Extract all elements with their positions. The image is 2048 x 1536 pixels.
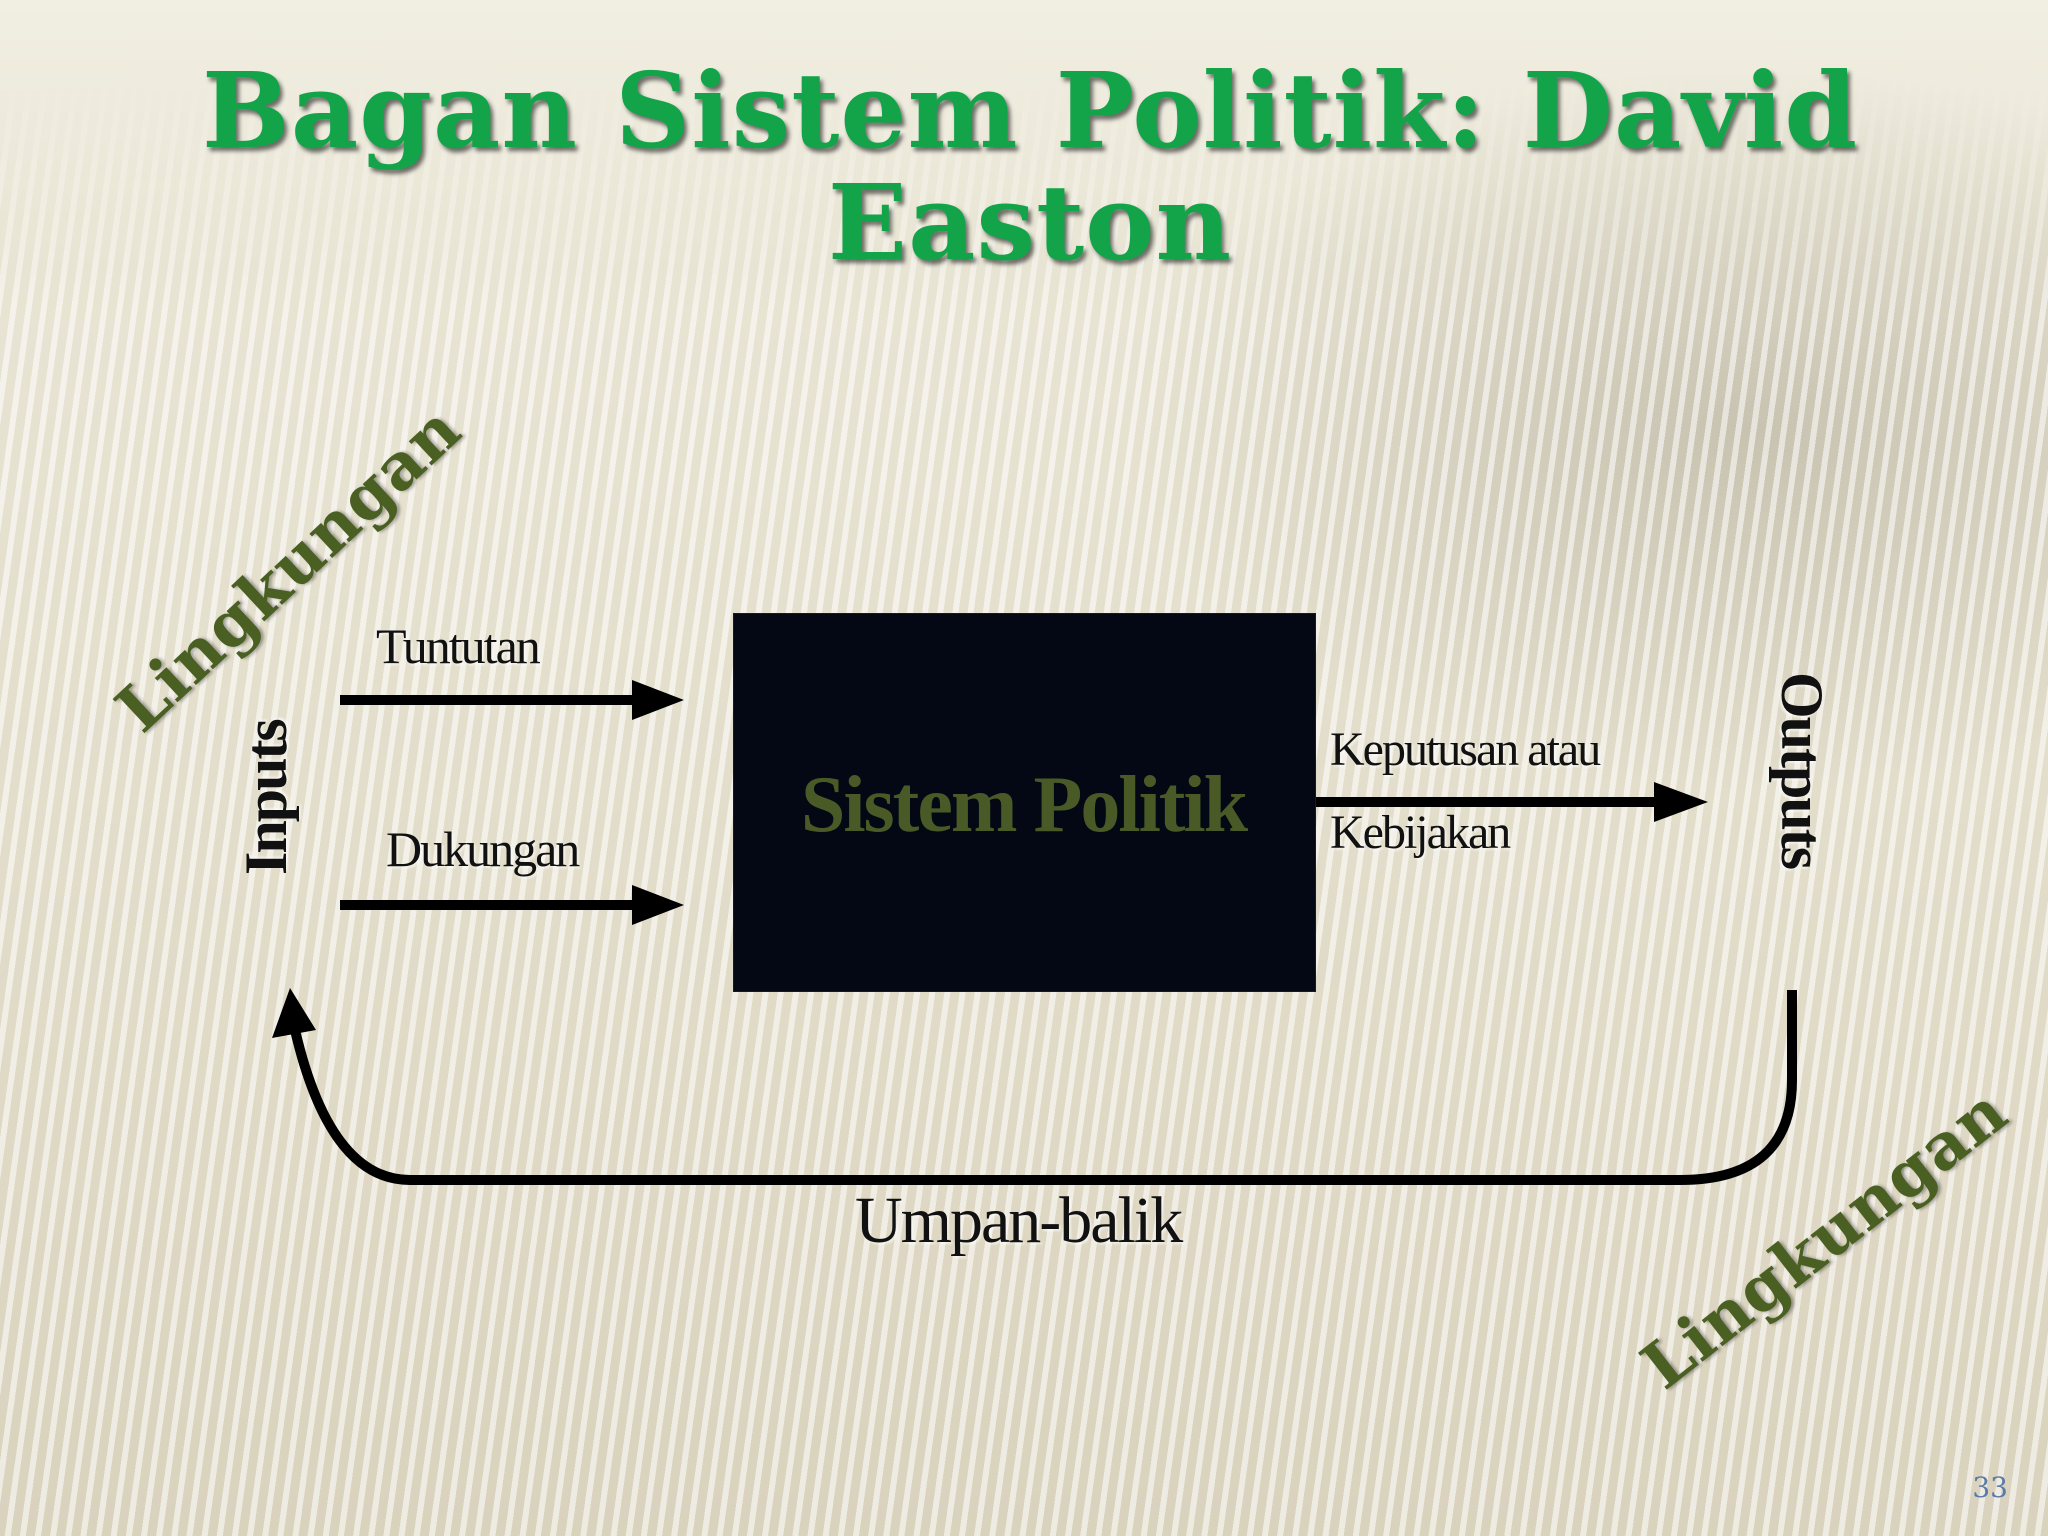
tuntutan-label: Tuntutan — [376, 618, 541, 674]
output-label-line1: Keputusan atau — [1330, 723, 1601, 776]
output-arrow — [1314, 782, 1708, 822]
page-number: 33 — [1972, 1471, 2008, 1504]
sistem-politik-box — [733, 613, 1316, 992]
feedback-label: Umpan-balik — [855, 1184, 1183, 1257]
slide-title: Bagan Sistem Politik: David Easton — [201, 49, 1859, 284]
output-label-line2: Kebijakan — [1330, 806, 1511, 859]
tuntutan-arrow — [340, 680, 684, 720]
dukungan-label: Dukungan — [386, 821, 580, 877]
feedback-arrow — [272, 988, 1797, 1185]
sistem-politik-label: Sistem Politik — [800, 761, 1248, 849]
inputs-label: Inputs — [233, 720, 299, 875]
dukungan-arrow — [340, 885, 684, 925]
outputs-label: Outputs — [1769, 672, 1835, 869]
